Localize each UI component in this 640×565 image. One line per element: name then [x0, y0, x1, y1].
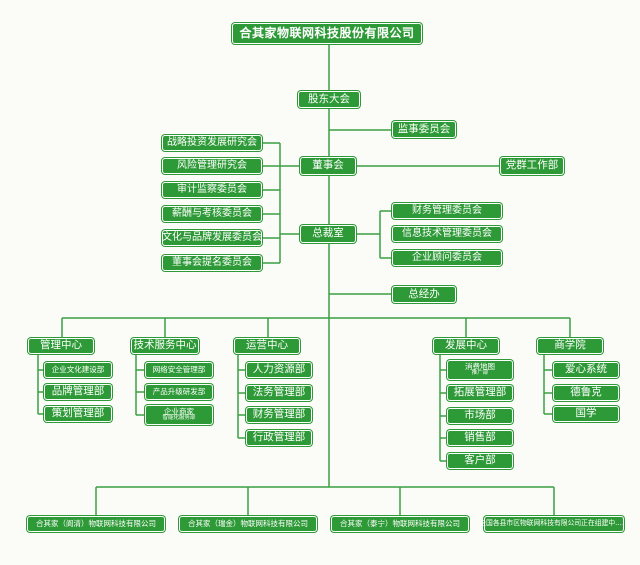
- committee-risk: 风险管理研究会: [162, 158, 262, 174]
- dept-guoxue: 国学: [553, 406, 619, 422]
- center-tech: 技术服务中心: [131, 338, 199, 354]
- dept-expansion: 拓展管理部: [447, 385, 513, 401]
- dept-sales: 销售部: [447, 430, 513, 446]
- subsidiary-taining: 合其家（泰宁）物联网科技有限公司: [331, 516, 469, 532]
- shareholders-box: 股东大会: [298, 91, 360, 108]
- dept-admin: 行政管理部: [246, 430, 312, 446]
- center-management: 管理中心: [28, 338, 94, 354]
- committee-strategy: 战略投资发展研究会: [162, 135, 262, 151]
- ceo-box: 总裁室: [300, 225, 356, 243]
- dept-brand: 品牌管理部: [44, 384, 112, 400]
- dept-network-security: 网络安全管理部: [145, 362, 213, 378]
- subsidiary-nationwide: 全国各县市区物联网科技有限公司正在组建中……: [479, 516, 629, 532]
- committee-compensation: 薪酬与考核委员会: [162, 206, 262, 222]
- subsidiary-ruijin: 合其家（瑞金）物联网科技有限公司: [179, 516, 317, 532]
- dept-finance: 财务管理部: [246, 407, 312, 423]
- dept-planning: 策划管理部: [44, 406, 112, 422]
- gm-box: 总经办: [392, 286, 456, 303]
- committee-culture-brand: 文化与品牌发展委员会: [162, 230, 262, 246]
- map-line1: 消费地图: [465, 362, 495, 372]
- merchant-line2: 智能化服务部: [162, 415, 196, 422]
- committee-audit: 审计监察委员会: [162, 182, 262, 198]
- center-ops: 运营中心: [234, 338, 300, 354]
- map-line2: 推广部: [471, 370, 489, 377]
- board-box: 董事会: [300, 157, 356, 175]
- party-box: 党群工作部: [500, 157, 564, 175]
- committee-finance: 财务管理委员会: [392, 203, 502, 219]
- dept-love-system: 爱心系统: [553, 362, 619, 378]
- supervisory-box: 监事委员会: [392, 121, 456, 138]
- subsidiary-langqing: 合其家（阆清）物联网科技有限公司: [27, 516, 165, 532]
- dept-product-rd: 产品升级研发部: [145, 384, 213, 400]
- dept-merchant-service: 企业商家 智能化服务部: [145, 405, 213, 425]
- dept-consumer-map: 消费地图 推广部: [447, 360, 513, 380]
- dept-drucker: 德鲁克: [553, 385, 619, 401]
- dept-customer: 客户部: [447, 453, 513, 469]
- dept-culture: 企业文化建设部: [44, 362, 112, 378]
- committee-it: 信息技术管理委员会: [392, 226, 502, 242]
- committee-advisor: 企业顾问委员会: [392, 250, 502, 266]
- center-dev: 发展中心: [433, 338, 499, 354]
- center-academy: 商学院: [537, 338, 603, 354]
- dept-market: 市场部: [447, 408, 513, 424]
- committee-nomination: 董事会提名委员会: [162, 255, 262, 271]
- dept-hr: 人力资源部: [246, 362, 312, 378]
- merchant-line1: 企业商家: [164, 407, 194, 417]
- dept-legal: 法务管理部: [246, 385, 312, 401]
- company-box: 合其家物联网科技股份有限公司: [232, 23, 422, 44]
